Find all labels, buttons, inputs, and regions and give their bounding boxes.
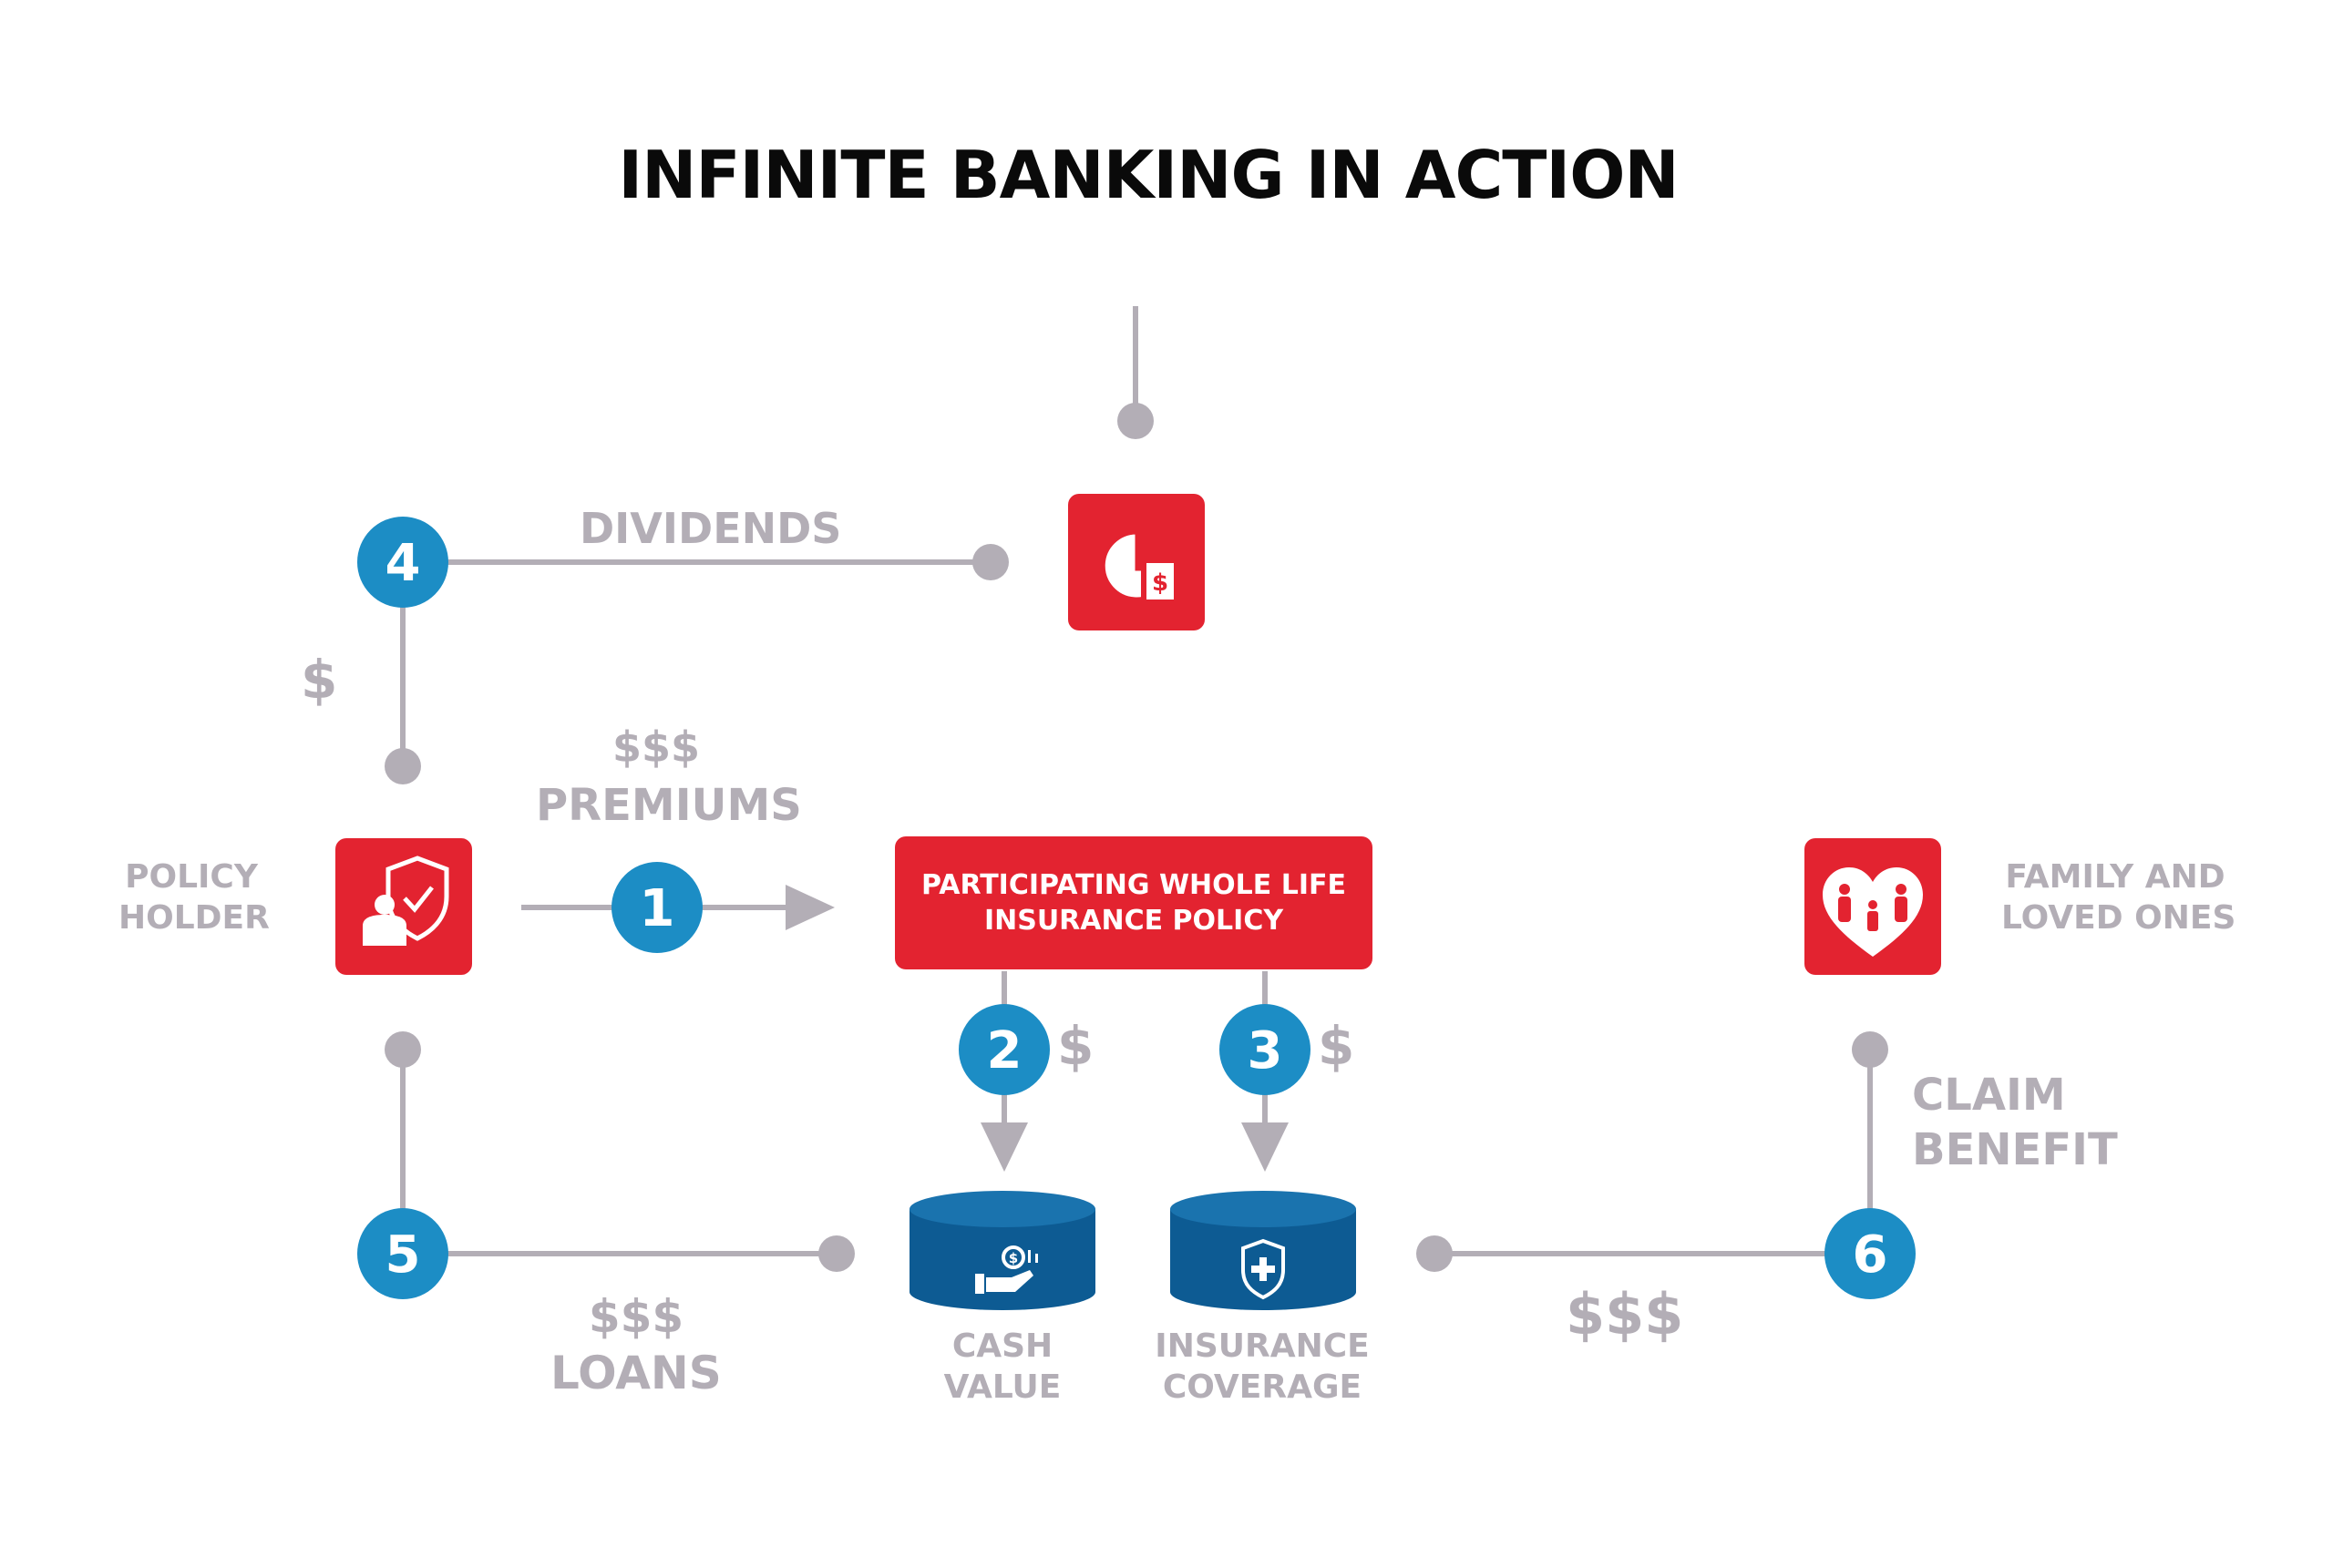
svg-text:$: $ (1009, 1250, 1018, 1266)
end-dots (385, 403, 1888, 1272)
page-title: INFINITE BANKING IN ACTION (618, 137, 1679, 213)
step-6-badge: 6 (1824, 1208, 1916, 1299)
shield-cross-icon (1241, 1238, 1285, 1300)
step-1-badge: 1 (612, 862, 703, 953)
dividends-label: DIVIDENDS (580, 504, 842, 553)
pie-chart-dollar-icon: $ (1102, 531, 1174, 600)
step-circles: 4 1 2 3 5 6 (357, 517, 1916, 1299)
premiums-dollars-label: $$$ (612, 723, 701, 772)
family-label: FAMILY AND LOVED ONES (2001, 856, 2236, 938)
step-3-badge: 3 (1219, 1004, 1310, 1095)
cash-value-line-2: VALUE (943, 1368, 1062, 1406)
step-3-number: 3 (1248, 1021, 1283, 1081)
policy-holder-line-1: POLICY (125, 858, 258, 896)
loans-label: LOANS (550, 1347, 722, 1399)
policy-holder-label: POLICY HOLDER (118, 856, 270, 938)
premiums-arrow-icon (786, 885, 835, 930)
family-bottom-dot (1852, 1031, 1888, 1068)
family-heart-icon (1823, 867, 1923, 957)
policy-line-2: INSURANCE POLICY (983, 905, 1284, 937)
dividend-dollar-label: $ (301, 649, 338, 711)
step-5-number: 5 (385, 1225, 421, 1285)
family-line-2: LOVED ONES (2001, 899, 2236, 937)
step-1-number: 1 (640, 879, 675, 938)
holder-icon-tile (335, 838, 472, 975)
loans-dot (818, 1235, 855, 1272)
step-4-number: 4 (385, 534, 421, 593)
holder-bottom-dot (385, 1031, 421, 1068)
step-2-badge: 2 (959, 1004, 1050, 1095)
insurance-coverage-line-1: INSURANCE (1155, 1327, 1370, 1365)
dividends-dot (972, 544, 1009, 580)
claim-dollars-label: $$$ (1566, 1281, 1684, 1348)
loans-dollars-label: $$$ (588, 1290, 684, 1343)
dividend-icon-tile: $ (1068, 494, 1205, 630)
family-line-1: FAMILY AND (2005, 858, 2225, 896)
step-5-badge: 5 (357, 1208, 448, 1299)
whole-life-policy-box: PARTICIPATING WHOLE LIFE INSURANCE POLIC… (895, 836, 1372, 969)
policy-line-1: PARTICIPATING WHOLE LIFE (921, 869, 1346, 901)
claim-line-2: BENEFIT (1912, 1124, 2118, 1175)
hand-coins-icon: $ (975, 1245, 1038, 1294)
svg-text:$: $ (1152, 569, 1168, 597)
cash-value-cylinder: $ (910, 1191, 1095, 1310)
insurance-coverage-line-2: COVERAGE (1162, 1368, 1362, 1406)
insurance-coverage-cylinder (1170, 1191, 1356, 1310)
arrow-heads (786, 885, 1289, 1172)
holder-top-dot (385, 748, 421, 784)
cash-arrow-icon (981, 1122, 1028, 1172)
step-3-dollar-label: $ (1318, 1015, 1355, 1077)
premiums-label: PREMIUMS (536, 780, 802, 831)
coverage-arrow-icon (1241, 1122, 1289, 1172)
policy-holder-line-2: HOLDER (118, 899, 270, 937)
claim-dot (1416, 1235, 1453, 1272)
insurance-coverage-label: INSURANCE COVERAGE (1148, 1326, 1376, 1408)
step-2-dollar-label: $ (1057, 1015, 1095, 1077)
step-4-badge: 4 (357, 517, 448, 608)
cash-value-label: CASH VALUE (930, 1326, 1075, 1408)
step-6-number: 6 (1853, 1225, 1888, 1285)
top-dot (1117, 403, 1154, 439)
claim-benefit-label: CLAIM BENEFIT (1912, 1068, 2118, 1177)
person-shield-icon (363, 856, 449, 946)
cash-value-line-1: CASH (951, 1327, 1053, 1365)
step-2-number: 2 (987, 1021, 1023, 1081)
family-icon-tile (1804, 838, 1941, 975)
claim-line-1: CLAIM (1912, 1070, 2066, 1121)
